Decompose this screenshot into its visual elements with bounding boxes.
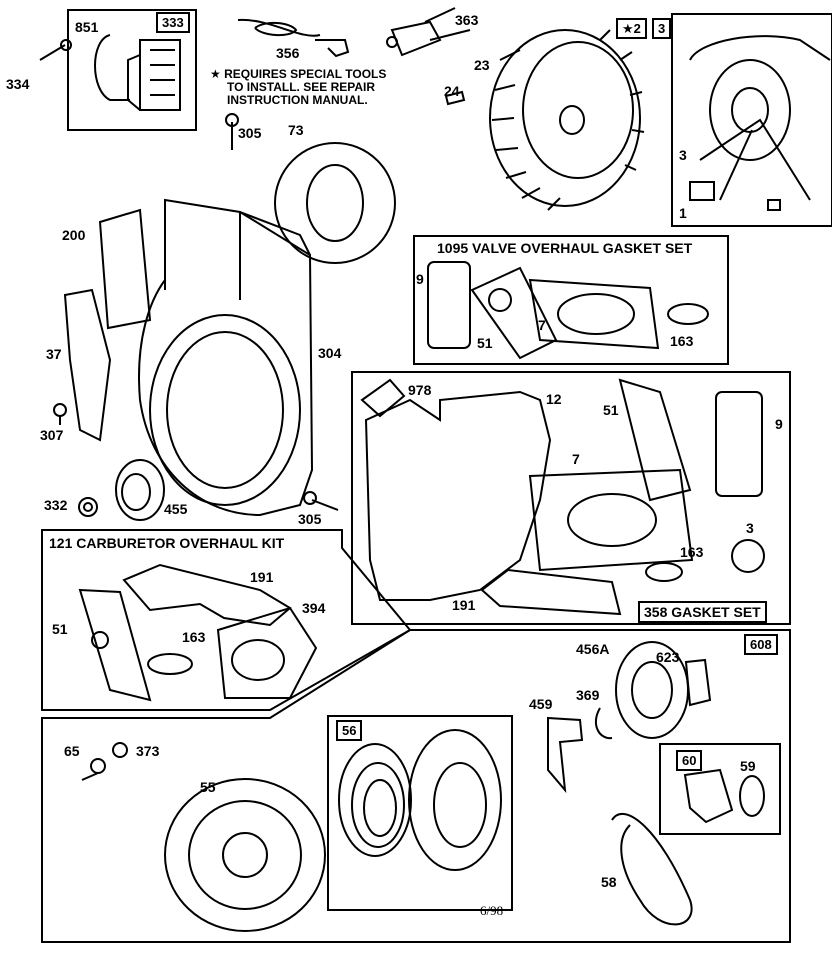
label-37: 37 [46, 346, 62, 362]
label-gasket-191: 191 [452, 597, 476, 613]
blower-housing-drawing [138, 198, 314, 517]
label-73: 73 [288, 122, 304, 138]
label-carb-51: 51 [52, 621, 68, 637]
label-3-housing: 3 [679, 147, 687, 163]
screw-65-drawing [81, 758, 106, 781]
special-tools-note: ★ REQUIRES SPECIAL TOOLS TO INSTALL. SEE… [210, 68, 386, 107]
screen-455-drawing [115, 459, 165, 521]
grille-73-drawing [274, 142, 396, 264]
label-58: 58 [601, 874, 617, 890]
spring-56-drawing [338, 743, 412, 857]
label-455: 455 [164, 501, 188, 517]
ignition-armature-drawing [94, 34, 181, 111]
label-307: 307 [40, 427, 64, 443]
revision-date: 6/98 [480, 903, 504, 918]
label-59: 59 [740, 758, 756, 774]
engine-housing-drawing [689, 35, 831, 211]
label-valve-7: 7 [538, 317, 546, 333]
spring-60-drawing [683, 768, 734, 824]
box-tag-56: 56 [336, 720, 363, 741]
carburetor-kit-drawing [78, 563, 318, 702]
label-carb-191: 191 [250, 569, 274, 585]
ignition-armature-frame [67, 9, 197, 131]
label-carb-163: 163 [182, 629, 206, 645]
label-623: 623 [656, 649, 680, 665]
label-356: 356 [276, 45, 300, 61]
flywheel-housing-frame [671, 13, 832, 227]
nut-373-drawing [112, 742, 128, 758]
note-text-1: REQUIRES SPECIAL TOOLS [224, 67, 387, 81]
screw-305-bottom-drawing [303, 491, 339, 511]
ring-369-drawing [594, 707, 613, 740]
label-369: 369 [576, 687, 600, 703]
arm-459-drawing [547, 716, 584, 794]
gasket-358-drawing [360, 378, 765, 616]
label-332: 332 [44, 497, 68, 513]
spring-58-drawing [611, 813, 693, 926]
box-tag-3: 3 [652, 18, 672, 39]
label-1: 1 [679, 205, 687, 221]
flywheel-drawing [489, 29, 645, 211]
gasket-set-358-frame [351, 371, 791, 625]
label-55: 55 [200, 779, 216, 795]
note-line-1: ★ REQUIRES SPECIAL TOOLS [210, 68, 386, 81]
screw-334-drawing [39, 39, 72, 61]
note-line-3: INSTRUCTION MANUAL. [227, 93, 368, 107]
ratchet-623-drawing [684, 658, 712, 707]
screw-307-drawing [53, 403, 67, 425]
label-valve-51: 51 [477, 335, 493, 351]
label-gasket-7: 7 [572, 451, 580, 467]
label-24: 24 [444, 83, 460, 99]
starter-frame [41, 629, 791, 943]
screw-305-top-drawing [225, 113, 239, 150]
starter-60-frame [659, 743, 781, 835]
box-tag-star-2: ★2 [616, 18, 647, 39]
valve-gasket-set-frame [413, 235, 729, 365]
box-tag-333: 333 [156, 12, 190, 33]
key-24-drawing [444, 90, 466, 106]
carburetor-kit-title: 121 CARBURETOR OVERHAUL KIT [46, 536, 288, 550]
label-gasket-3: 3 [746, 520, 754, 536]
label-373: 373 [136, 743, 160, 759]
wire-356-drawing [237, 18, 350, 58]
pulley-56-drawing [408, 729, 502, 871]
baffle-200-drawing [98, 208, 152, 330]
label-305-bottom: 305 [298, 511, 322, 527]
label-gasket-51: 51 [603, 402, 619, 418]
nut-332-drawing [78, 497, 98, 517]
label-gasket-9: 9 [775, 416, 783, 432]
valve-gasket-set-title: 1095 VALVE OVERHAUL GASKET SET [434, 241, 696, 255]
label-200: 200 [62, 227, 86, 243]
pawl-59-drawing [739, 775, 765, 817]
box-tag-608: 608 [744, 634, 778, 655]
box-tag-60: 60 [676, 750, 703, 771]
gasket-set-358-title: 358 GASKET SET [638, 601, 767, 623]
label-valve-9: 9 [416, 271, 424, 287]
starter-56-frame [327, 715, 513, 911]
valve-gasket-drawing [427, 261, 709, 360]
label-valve-163: 163 [670, 333, 694, 349]
carburetor-kit-frame [41, 529, 412, 711]
label-304: 304 [318, 345, 342, 361]
deflector-37-drawing [63, 288, 112, 442]
label-23: 23 [474, 57, 490, 73]
label-65: 65 [64, 743, 80, 759]
label-851: 851 [75, 19, 99, 35]
starter-cup-drawing [164, 778, 326, 932]
label-305-top: 305 [238, 125, 262, 141]
label-gasket-163: 163 [680, 544, 704, 560]
note-line-2: TO INSTALL. SEE REPAIR [227, 80, 376, 94]
bracket-363-drawing [386, 7, 471, 57]
label-334: 334 [6, 76, 30, 92]
label-363: 363 [455, 12, 479, 28]
label-394: 394 [302, 600, 326, 616]
label-456a: 456A [576, 641, 610, 657]
label-978: 978 [408, 382, 432, 398]
star-icon: ★ [210, 67, 221, 81]
label-12: 12 [546, 391, 562, 407]
label-459: 459 [529, 696, 553, 712]
